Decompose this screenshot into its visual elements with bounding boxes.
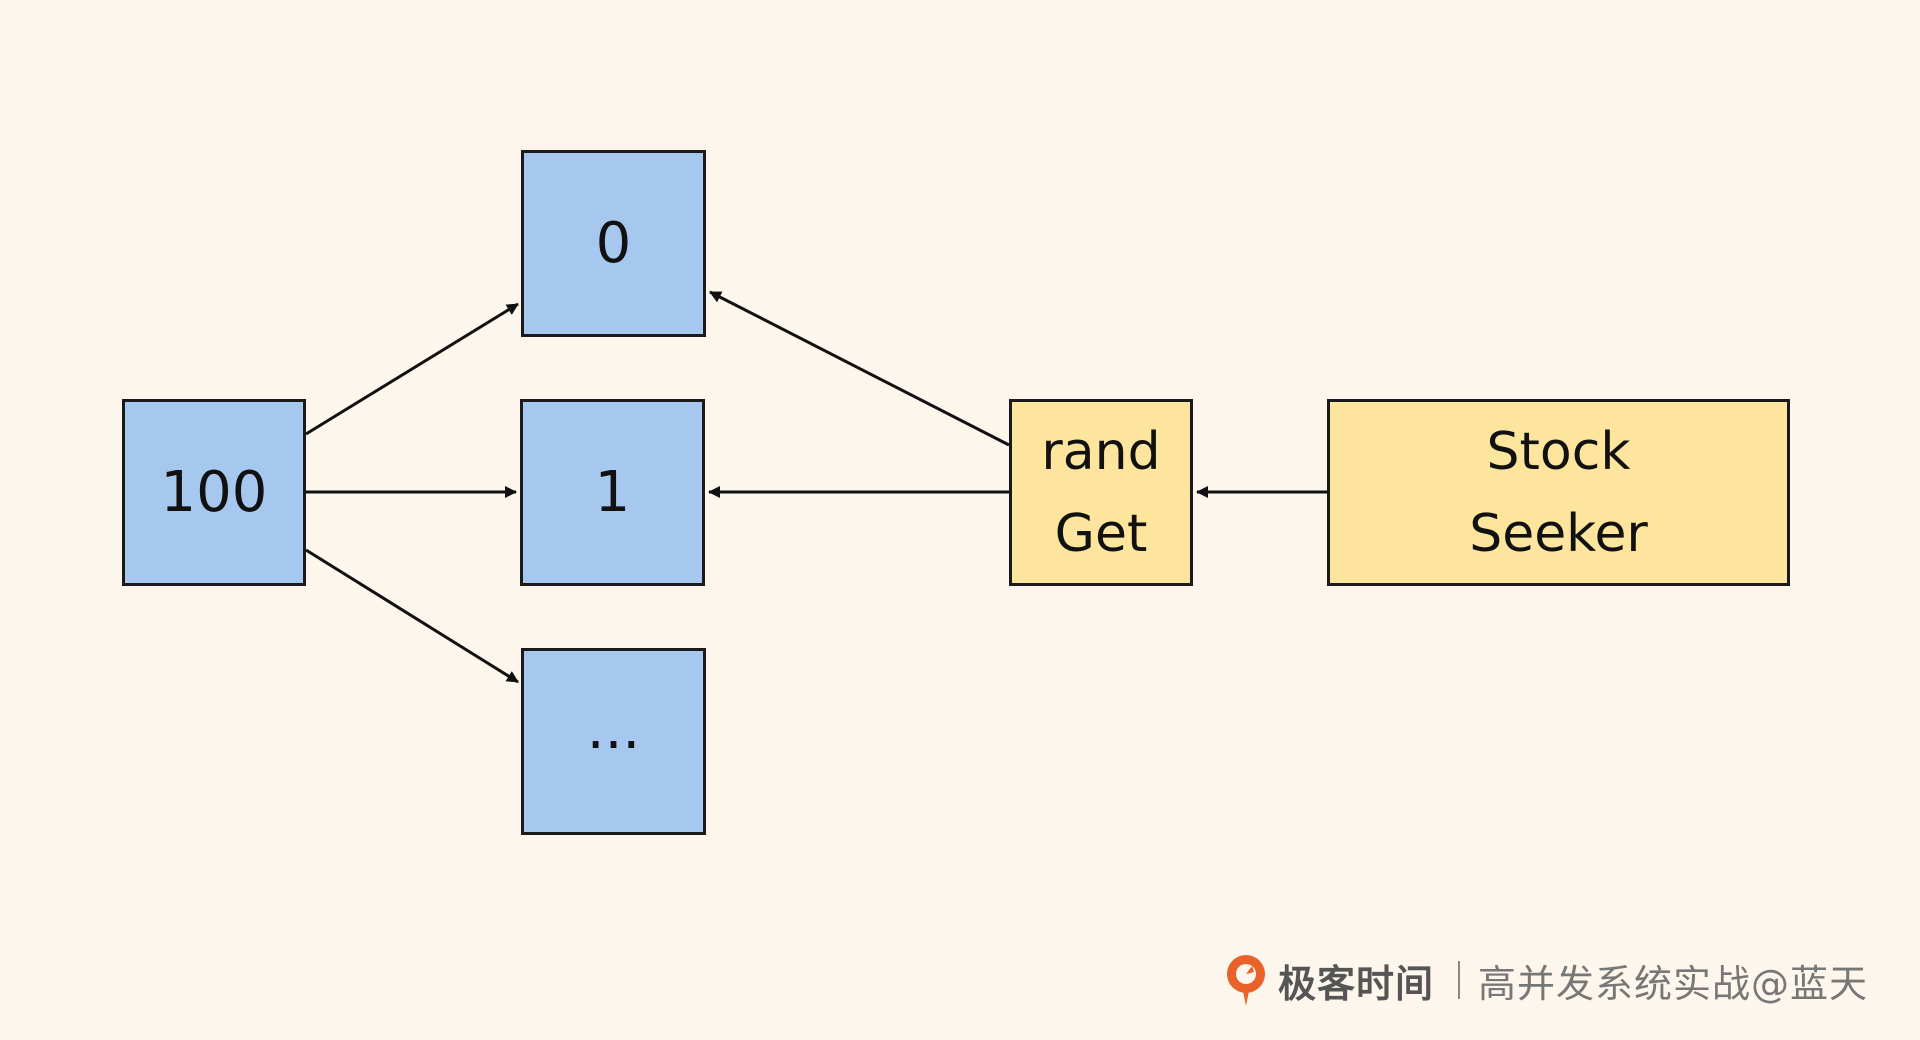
geektime-logo-icon [1227, 955, 1265, 1006]
edge-100-to-0 [305, 302, 519, 436]
edge-rand-to-0 [709, 290, 1010, 447]
footer-brand: 极客时间 [1278, 961, 1435, 1006]
node-ellipsis-label: ... [586, 697, 641, 762]
node-0: 0 [521, 150, 706, 337]
node-100: 100 [122, 399, 306, 586]
node-stock-seeker-line1: Stock [1486, 421, 1631, 482]
node-rand-get: rand Get [1009, 399, 1193, 586]
node-1-label: 1 [594, 460, 631, 525]
node-1: 1 [520, 399, 705, 586]
node-0-label: 0 [595, 211, 632, 276]
node-stock-seeker: Stock Seeker [1327, 399, 1790, 586]
node-ellipsis: ... [521, 648, 706, 835]
edge-100-to-more [305, 548, 519, 684]
node-rand-get-line2: Get [1054, 503, 1148, 564]
node-100-label: 100 [160, 460, 268, 525]
node-stock-seeker-line2: Seeker [1469, 503, 1648, 564]
watermark-footer: 极客时间 高并发系统实战@蓝天 [1222, 952, 1868, 1008]
footer-separator [1458, 961, 1461, 999]
node-rand-get-line1: rand [1041, 421, 1161, 482]
footer-credit: 高并发系统实战@蓝天 [1478, 961, 1869, 1006]
